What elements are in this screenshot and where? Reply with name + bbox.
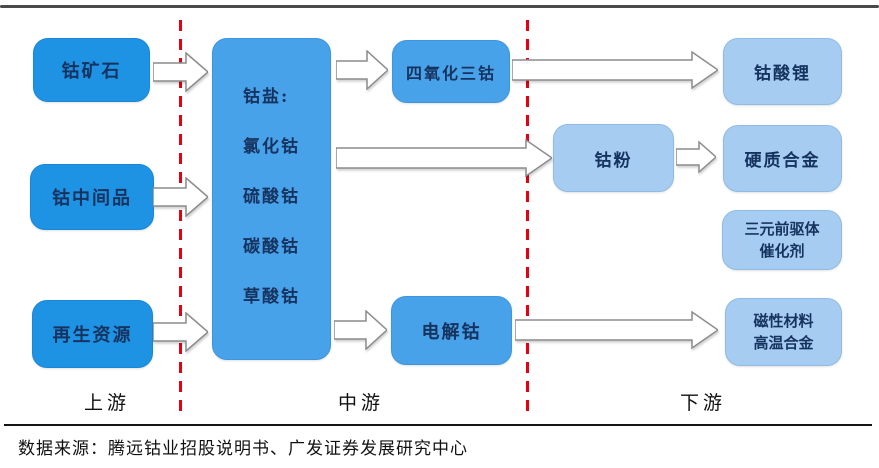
arrow-intermediate-to-salts-icon [153,177,208,217]
divider-midstream-downstream [526,20,529,416]
node-hard-alloy: 硬质合金 [723,125,842,192]
arrow-salts-to-tetroxide-icon [336,50,388,90]
footer-source: 数据来源：腾远钴业招股说明书、广发证券发展研究中心 [18,439,468,459]
salt-line-carbonate: 碳酸钴 [243,237,300,257]
node-cobalt-tetroxide: 四氧化三钴 [392,40,510,103]
node-cobalt-intermediate: 钴中间品 [30,164,154,230]
arrow-salts-to-electrolytic-icon [334,310,387,350]
node-lithium-cobalt-oxide-label: 钴酸锂 [754,64,811,84]
salt-line-sulfate: 硫酸钴 [243,187,300,207]
ternary-precursor-line: 三元前驱体 [744,220,820,238]
node-cobalt-tetroxide-label: 四氧化三钴 [405,63,496,83]
node-cobalt-salts: 钴盐: 氯化钴 硫酸钴 碳酸钴 草酸钴 [212,38,331,360]
footer-divider-line [4,424,872,426]
arrow-ore-to-salts-icon [153,52,208,92]
arrow-tetroxide-to-lco-icon [512,50,718,90]
node-recycled-resources: 再生资源 [32,300,153,368]
stage-label-upstream: 上游 [84,392,131,414]
node-cobalt-ore: 钴矿石 [33,38,150,102]
stage-label-downstream: 下游 [680,392,727,414]
salt-line-chloride: 氯化钴 [243,137,300,157]
node-ternary-precursor-catalyst: 三元前驱体 催化剂 [722,210,842,270]
node-magnetic-hightemp-alloy: 磁性材料 高温合金 [725,298,842,366]
node-cobalt-intermediate-label: 钴中间品 [52,188,132,209]
node-recycled-resources-label: 再生资源 [52,325,133,346]
node-cobalt-powder-label: 钴粉 [594,150,633,171]
stage-label-midstream: 中游 [338,392,385,414]
node-electrolytic-cobalt: 电解钴 [391,296,512,365]
salt-line-oxalate: 草酸钴 [243,287,300,307]
magnetic-material-line: 磁性材料 [753,312,814,330]
hightemp-alloy-line: 高温合金 [753,334,814,352]
arrow-electrolytic-to-magnetic-icon [515,310,718,350]
divider-upstream-midstream [179,20,182,416]
arrow-powder-to-hard-alloy-icon [676,140,716,174]
node-cobalt-ore-label: 钴矿石 [61,61,122,82]
salt-title: 钴盐: [243,87,290,107]
arrow-salts-to-powder-icon [336,138,552,178]
node-hard-alloy-label: 硬质合金 [744,151,821,171]
top-border-line [0,5,879,8]
node-cobalt-powder: 钴粉 [553,124,674,192]
catalyst-line: 催化剂 [759,242,805,260]
arrow-recycled-to-salts-icon [153,312,208,352]
node-lithium-cobalt-oxide: 钴酸锂 [723,38,842,105]
node-electrolytic-cobalt-label: 电解钴 [421,321,482,343]
